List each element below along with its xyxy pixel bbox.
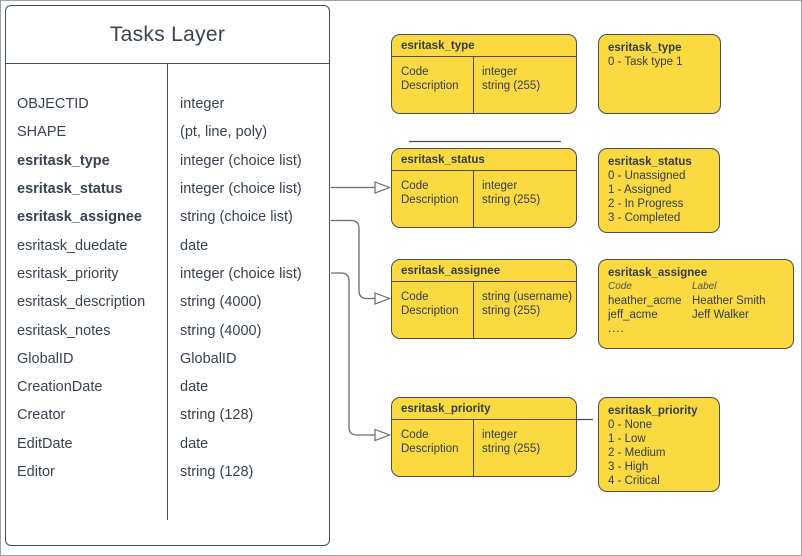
- field-row-esritask-duedate: esritask_duedate date: [6, 231, 329, 259]
- field-name: OBJECTID: [17, 96, 89, 113]
- field-row-esritask-type: esritask_type integer (choice list): [6, 147, 329, 175]
- code-list-item: 0 - None: [608, 419, 653, 431]
- field-type: date: [180, 435, 209, 452]
- tasks-layer-table: Tasks Layer OBJECTID integer SHAPE (pt, …: [5, 5, 330, 546]
- code-list-title: esritask_type: [608, 42, 682, 54]
- code-list-item: 1 - Low: [608, 433, 646, 445]
- code-column-header: Code: [608, 281, 632, 292]
- field-name: esritask_priority: [17, 265, 119, 282]
- field-row-esritask-assignee: esritask_assignee string (choice list): [6, 203, 329, 231]
- field-row-shape: SHAPE (pt, line, poly): [6, 118, 329, 146]
- field-name: GlobalID: [17, 350, 74, 367]
- column-divider: [167, 64, 168, 520]
- field-type: integer (choice list): [180, 181, 302, 198]
- domain-table-esritask-assignee: esritask_assignee Code Description strin…: [391, 259, 577, 339]
- code-list-row: jeff_acme Jeff Walker: [608, 308, 784, 322]
- field-row-globalid: GlobalID GlobalID: [6, 345, 329, 373]
- field-name: EditDate: [17, 435, 73, 452]
- code-list-esritask-type: esritask_type 0 - Task type 1: [598, 34, 721, 114]
- domain-table-esritask-status: esritask_status Code Description integer…: [391, 148, 577, 228]
- field-name: Creator: [17, 407, 66, 424]
- code-list-item: 0 - Task type 1: [608, 56, 683, 68]
- domain-table-title: esritask_priority: [392, 398, 576, 420]
- field-name: CreationDate: [17, 379, 103, 396]
- field-name: esritask_duedate: [17, 237, 128, 254]
- arrowhead-assignee: [374, 292, 392, 305]
- field-type: integer: [180, 96, 225, 113]
- code-list-title: esritask_assignee: [608, 267, 708, 279]
- field-type: string (4000): [180, 294, 262, 311]
- arrowhead-status: [374, 181, 392, 194]
- code-list-item: 2 - In Progress: [608, 198, 684, 210]
- connector-priority: [331, 272, 375, 436]
- code-list-title: esritask_priority: [608, 405, 698, 417]
- tasks-layer-field-list: OBJECTID integer SHAPE (pt, line, poly) …: [6, 64, 329, 520]
- field-row-creator: Creator string (128): [6, 401, 329, 429]
- domain-field-types: integer string (255): [482, 180, 541, 206]
- domain-field-types: integer string (255): [482, 429, 541, 455]
- field-row-esritask-notes: esritask_notes string (4000): [6, 316, 329, 344]
- assignee-label: Jeff Walker: [692, 309, 749, 321]
- field-type: string (choice list): [180, 209, 293, 226]
- connector-assignee: [331, 219, 375, 300]
- field-row-creationdate: CreationDate date: [6, 373, 329, 401]
- domain-table-esritask-type: esritask_type Code Description integer s…: [391, 34, 577, 114]
- tasks-layer-title: Tasks Layer: [6, 6, 329, 64]
- domain-table-esritask-priority: esritask_priority Code Description integ…: [391, 397, 577, 477]
- field-type: string (128): [180, 407, 254, 424]
- field-name: esritask_notes: [17, 322, 111, 339]
- field-name: esritask_type: [17, 152, 110, 169]
- field-name: esritask_assignee: [17, 209, 142, 226]
- field-type: date: [180, 237, 209, 254]
- field-name: Editor: [17, 464, 55, 480]
- field-row-editor: Editor string (128): [6, 458, 329, 486]
- code-list-title: esritask_status: [608, 156, 692, 168]
- domain-field-types: integer string (255): [482, 66, 541, 92]
- arrowhead-priority: [374, 428, 392, 442]
- code-list-column-headers: Code Label: [608, 280, 784, 294]
- field-row-esritask-description: esritask_description string (4000): [6, 288, 329, 316]
- field-name: SHAPE: [17, 124, 67, 141]
- code-list-item: 2 - Medium: [608, 447, 666, 459]
- field-type: GlobalID: [180, 350, 237, 367]
- domain-field-names: Code Description: [392, 57, 474, 113]
- field-type: string (128): [180, 464, 254, 480]
- code-list-item: 4 - Critical: [608, 475, 660, 487]
- domain-table-title: esritask_status: [392, 149, 576, 171]
- field-row-objectid: OBJECTID integer: [6, 90, 329, 118]
- domain-field-names: Code Description: [392, 171, 474, 227]
- code-list-item: 1 - Assigned: [608, 184, 672, 196]
- assignee-code: jeff_acme: [608, 309, 658, 321]
- assignee-label: Heather Smith: [692, 295, 766, 307]
- field-row-editdate: EditDate date: [6, 430, 329, 458]
- field-type: integer (choice list): [180, 265, 302, 282]
- field-type: string (4000): [180, 322, 262, 339]
- domain-field-names: Code Description: [392, 420, 474, 476]
- field-name: esritask_description: [17, 294, 146, 311]
- domain-table-title: esritask_assignee: [392, 260, 576, 282]
- domain-field-names: Code Description: [392, 282, 474, 338]
- code-list-ellipsis: ....: [608, 323, 625, 335]
- label-column-header: Label: [692, 281, 717, 292]
- field-type: integer (choice list): [180, 152, 302, 169]
- code-list-item: 3 - Completed: [608, 212, 681, 224]
- domain-field-types: string (username) string (255): [482, 291, 573, 317]
- code-list-item: 0 - Unassigned: [608, 170, 686, 182]
- code-list-esritask-priority: esritask_priority 0 - None 1 - Low 2 - M…: [598, 397, 720, 492]
- code-list-esritask-assignee: esritask_assignee Code Label heather_acm…: [598, 259, 794, 349]
- code-list-esritask-status: esritask_status 0 - Unassigned 1 - Assig…: [598, 148, 720, 233]
- code-list-item: 3 - High: [608, 461, 649, 473]
- field-row-esritask-priority: esritask_priority integer (choice list): [6, 260, 329, 288]
- code-list-row: heather_acme Heather Smith: [608, 294, 784, 308]
- field-type: date: [180, 379, 209, 396]
- field-row-esritask-status: esritask_status integer (choice list): [6, 175, 329, 203]
- domain-table-title: esritask_type: [392, 35, 576, 57]
- assignee-code: heather_acme: [608, 295, 682, 307]
- field-name: esritask_status: [17, 181, 123, 198]
- field-type: (pt, line, poly): [180, 124, 268, 141]
